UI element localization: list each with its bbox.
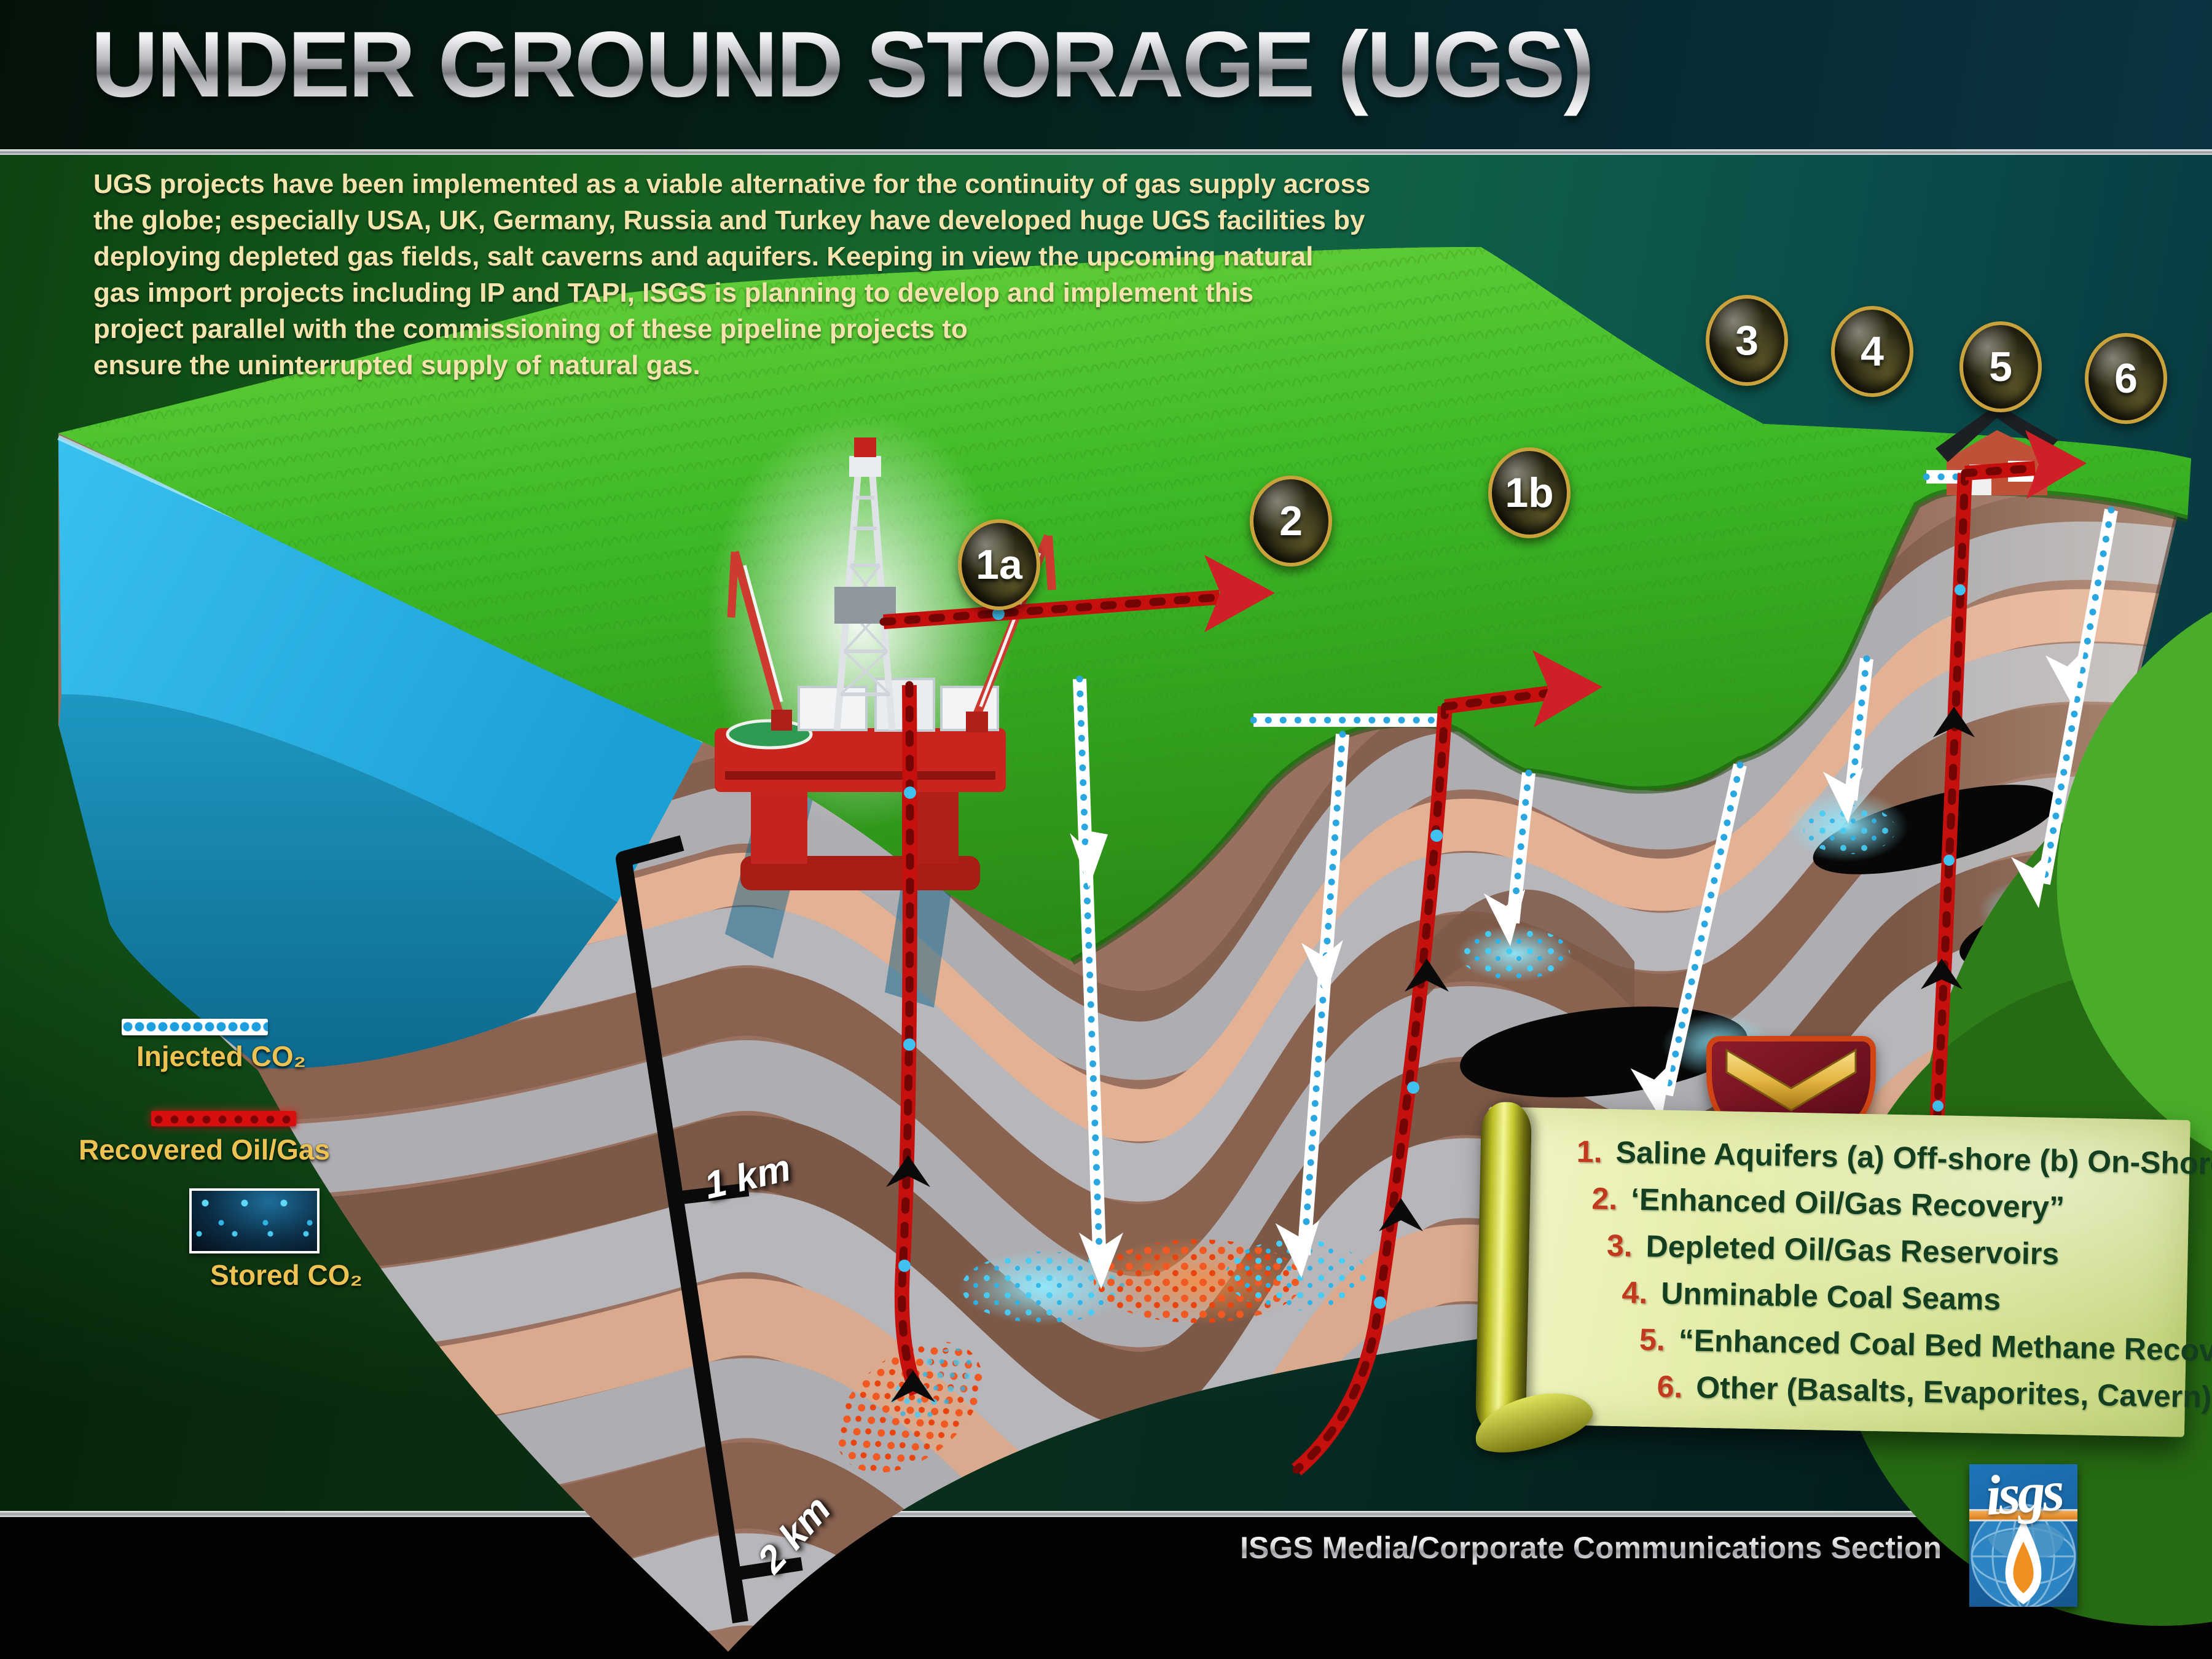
list-item-number: 6. bbox=[1657, 1369, 1683, 1405]
intro-line: gas import projects including IP and TAP… bbox=[93, 278, 1254, 308]
intro-line: ensure the uninterrupted supply of natur… bbox=[93, 350, 700, 380]
marker-4: 4 bbox=[1831, 306, 1913, 397]
header-band bbox=[0, 0, 2212, 149]
recovered-oil-gas-swatch-icon bbox=[151, 1111, 296, 1126]
injected-co2-swatch-icon bbox=[122, 1019, 268, 1035]
list-item-number: 2. bbox=[1591, 1181, 1618, 1217]
intro-line: UGS projects have been implemented as a … bbox=[93, 169, 1371, 199]
intro-paragraph: UGS projects have been implemented as a … bbox=[93, 166, 1476, 383]
isgs-logo: isgs bbox=[1969, 1459, 2077, 1607]
marker-1b: 1b bbox=[1488, 447, 1571, 538]
marker-5: 5 bbox=[1959, 321, 2042, 412]
marker-1a: 1a bbox=[958, 519, 1040, 610]
list-item-number: 1. bbox=[1576, 1134, 1603, 1169]
list-item-text: Other (Basalts, Evaporites, Cavern) bbox=[1695, 1370, 2212, 1414]
storage-types-legend: 1. Saline Aquifers (a) Off-shore (b) On-… bbox=[1468, 1101, 2212, 1463]
list-item-number: 5. bbox=[1639, 1322, 1666, 1357]
intro-line: deploying depleted gas fields, salt cave… bbox=[93, 241, 1314, 272]
marker-2: 2 bbox=[1250, 476, 1332, 567]
stored-co2-swatch-icon bbox=[189, 1188, 320, 1253]
co2-injection-wells bbox=[1070, 470, 2118, 1289]
depth-scale bbox=[616, 835, 803, 1623]
list-item-text: “Enhanced Coal Bed Methane Recovery bbox=[1678, 1323, 2212, 1369]
globe-flame-icon bbox=[1971, 1504, 2076, 1607]
marker-6: 6 bbox=[2085, 333, 2167, 424]
page-title: UNDER GROUND STORAGE (UGS) bbox=[91, 11, 1594, 119]
footer-band bbox=[0, 1517, 2212, 1659]
footer-divider-line bbox=[0, 1511, 2212, 1517]
list-item-text: Unminable Coal Seams bbox=[1660, 1276, 2001, 1317]
stored-co2-label: Stored CO₂ bbox=[210, 1259, 363, 1291]
aquifer-dome bbox=[1413, 889, 1634, 1011]
oil-gas-recovery-pipes bbox=[879, 430, 2087, 1476]
list-item-text: ‘Enhanced Oil/Gas Recovery” bbox=[1630, 1182, 2065, 1225]
intro-line: the globe; especially USA, UK, Germany, … bbox=[93, 205, 1365, 235]
marker-3: 3 bbox=[1706, 295, 1788, 386]
list-item-number: 3. bbox=[1606, 1228, 1633, 1263]
header-divider-line bbox=[0, 149, 2212, 155]
list-item-text: Depleted Oil/Gas Reservoirs bbox=[1645, 1229, 2060, 1271]
logo-stripe bbox=[1969, 1511, 2077, 1520]
footer-credit: ISGS Media/Corporate Communications Sect… bbox=[1229, 1530, 1942, 1566]
injected-co2-label: Injected CO₂ bbox=[136, 1040, 307, 1072]
logo-wordmark: isgs bbox=[1983, 1459, 2063, 1528]
list-item: 6. Other (Basalts, Evaporites, Cavern) bbox=[1634, 1363, 2212, 1422]
list-item-number: 4. bbox=[1622, 1275, 1648, 1311]
recovered-oil-gas-label: Recovered Oil/Gas bbox=[79, 1134, 331, 1166]
scroll-roll-edge bbox=[1475, 1101, 1532, 1436]
list-item-text: Saline Aquifers (a) Off-shore (b) On-Sho… bbox=[1615, 1135, 2212, 1182]
intro-line: project parallel with the commissioning … bbox=[93, 314, 968, 344]
